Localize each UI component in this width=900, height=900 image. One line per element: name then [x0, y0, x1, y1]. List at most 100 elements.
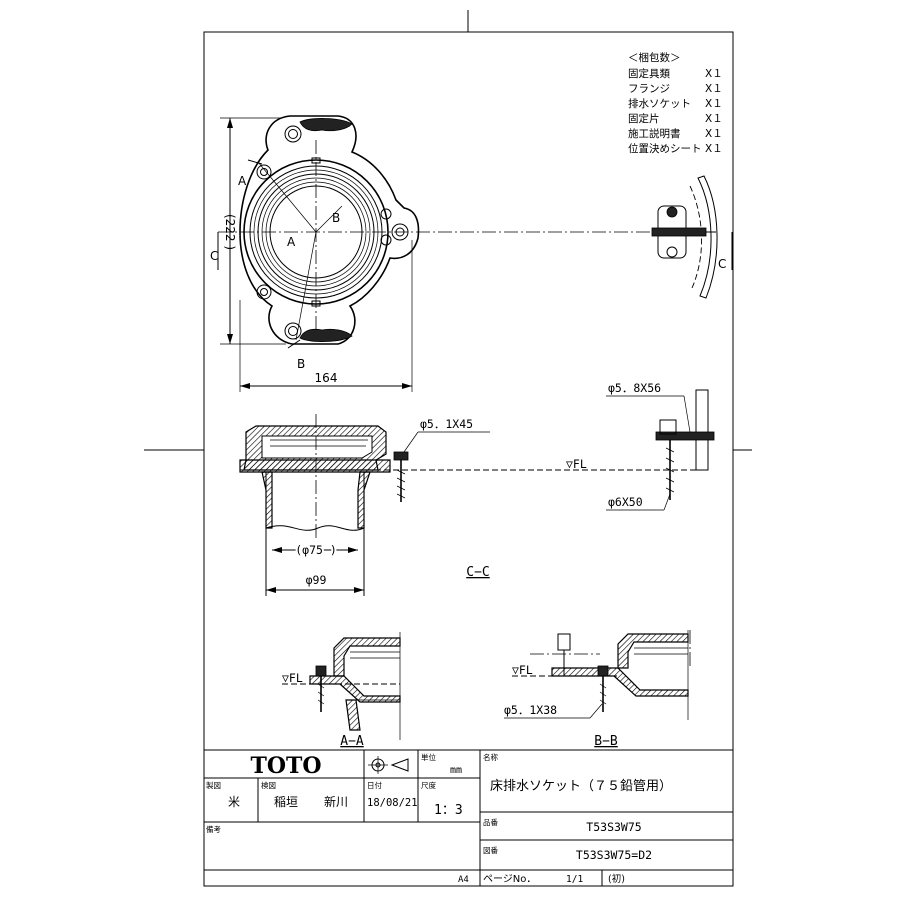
scale-label: 尺度	[421, 780, 436, 790]
section-label-a-outer: A	[238, 174, 247, 188]
flange-screw-thread	[396, 469, 406, 499]
paper-size: A4	[458, 875, 469, 885]
bb-screw-label: φ5．1X38	[504, 703, 557, 717]
section-line-b-lower	[295, 231, 317, 341]
screw-leader	[403, 431, 419, 453]
packing-item-qty: X１	[705, 128, 723, 140]
width-arrow-left	[240, 383, 250, 389]
bb-bolt-head	[557, 633, 571, 651]
large-screw-head	[659, 419, 677, 435]
aa-cup	[333, 637, 401, 677]
flange-plate	[239, 459, 391, 473]
plan-view: A A B B C (222 ) 164	[210, 115, 700, 392]
checker-label: 検図	[261, 780, 276, 790]
checker-value-2: 新川	[324, 794, 348, 809]
bb-screw-thread	[599, 683, 607, 705]
aa-pipe	[345, 699, 361, 731]
fl-label-aa: ▽FL	[282, 671, 303, 685]
fl-label-cc: ▽FL	[566, 457, 587, 471]
packing-item-qty: X１	[705, 68, 723, 80]
outer-dia-label: φ99	[306, 573, 327, 587]
socket-cup-inner	[261, 435, 373, 459]
aa-screw-thread	[317, 683, 325, 705]
screw-hole-right-bottom	[380, 234, 392, 246]
packing-item-name: 固定具類	[628, 67, 670, 80]
packing-item-name: 排水ソケット	[628, 97, 691, 110]
section-label-a-inner: A	[287, 235, 296, 249]
pipe-left-wall	[261, 471, 273, 529]
section-aa: ▽FL A−A	[282, 632, 401, 749]
large-screw-top-leader-2	[683, 395, 691, 433]
packing-item-qty: X１	[705, 143, 723, 155]
fl-label-bb: ▽FL	[512, 663, 533, 677]
section-label-b-inner: B	[332, 211, 340, 225]
designer-label: 製図	[206, 780, 221, 790]
screw-small-label: φ5．1X45	[420, 417, 473, 431]
large-screw-bottom-leader-2	[663, 493, 671, 511]
flange-screw-head	[393, 451, 409, 461]
drawing-no-value: T53S3W75=D2	[576, 848, 652, 862]
screw-hole-right-top	[380, 208, 392, 220]
packing-list: ＜梱包数＞ 固定具類 X１ フランジ X１ 排水ソケット X１ 固定片 X１ 施…	[628, 51, 723, 155]
section-aa-title: A−A	[340, 734, 364, 749]
part-no-value: T53S3W75	[586, 820, 641, 834]
section-bb-title: B−B	[594, 734, 618, 749]
inner-dia-arrow-left	[272, 547, 282, 553]
height-dimension: (222 )	[223, 214, 237, 250]
section-arrow-b	[287, 339, 301, 349]
packing-item-name: 位置決めシート	[628, 142, 702, 155]
packing-item-qty: X１	[705, 113, 723, 125]
date-value: 18/08/21	[367, 797, 418, 809]
scale-value: 1：3	[434, 803, 463, 818]
fixing-piece-hole-top	[666, 206, 678, 218]
screw-hole-left-top	[256, 164, 272, 180]
height-arrow-top	[227, 118, 233, 128]
product-name: 床排水ソケット（７５鉛管用）	[490, 779, 672, 794]
section-cc: φ5．1X45 ▽FL (φ75 ) φ99 C−C φ5．8X56 φ6X50	[239, 381, 715, 596]
drawing-no-label: 図番	[483, 845, 498, 855]
large-screw-plan	[655, 431, 715, 441]
date-label: 日付	[367, 780, 382, 790]
aa-screw-head	[315, 665, 327, 677]
packing-list-heading: ＜梱包数＞	[628, 51, 681, 64]
large-screw-top-label: φ5．8X56	[608, 381, 661, 395]
designer-value: 米	[228, 795, 240, 809]
outer-dia-arrow-right	[354, 587, 364, 593]
bb-cup	[617, 633, 689, 669]
large-screw-bottom-label: φ6X50	[608, 495, 643, 509]
section-line-bb	[315, 205, 343, 233]
section-label-c-left: C	[210, 249, 218, 263]
fixing-piece-view: C	[651, 175, 733, 299]
fixing-screw-plan	[651, 227, 707, 237]
page-value: 1/1	[566, 874, 583, 885]
revision-value: (初)	[608, 873, 625, 885]
page-label: ページNo．	[483, 874, 536, 885]
wall-curve	[697, 175, 718, 299]
section-arrow-a	[247, 159, 263, 165]
screw-hole-left-bottom	[256, 284, 272, 300]
width-arrow-right	[402, 383, 412, 389]
flange-outline	[239, 115, 420, 345]
bb-flange	[551, 667, 689, 697]
bb-screw-head	[597, 665, 609, 677]
aa-flange	[309, 675, 401, 703]
remarks-label: 備考	[206, 824, 221, 834]
title-block: TOTO 単位 mm 名称 床排水ソケット（７５鉛管用） 製図 米 検図 稲垣 …	[203, 749, 734, 887]
width-dimension: 164	[315, 371, 338, 385]
large-screw-thread	[665, 447, 675, 493]
unit-label: 単位	[421, 752, 436, 762]
name-label: 名称	[483, 752, 498, 762]
company-logo: TOTO	[250, 753, 321, 779]
packing-item-name: 施工説明書	[628, 127, 681, 140]
section-cc-title: C−C	[466, 565, 489, 580]
section-bb: ▽FL φ5．1X38 B−B	[504, 630, 691, 749]
bb-screw-leader-2	[589, 703, 603, 719]
wall-plate-detail	[695, 389, 709, 471]
section-label-b-outer: B	[297, 357, 305, 371]
height-arrow-bottom	[227, 334, 233, 344]
title-block-frame	[203, 749, 734, 871]
packing-item-name: フランジ	[628, 83, 670, 95]
projection-symbol	[368, 756, 409, 774]
section-label-c-right: C	[718, 257, 726, 271]
